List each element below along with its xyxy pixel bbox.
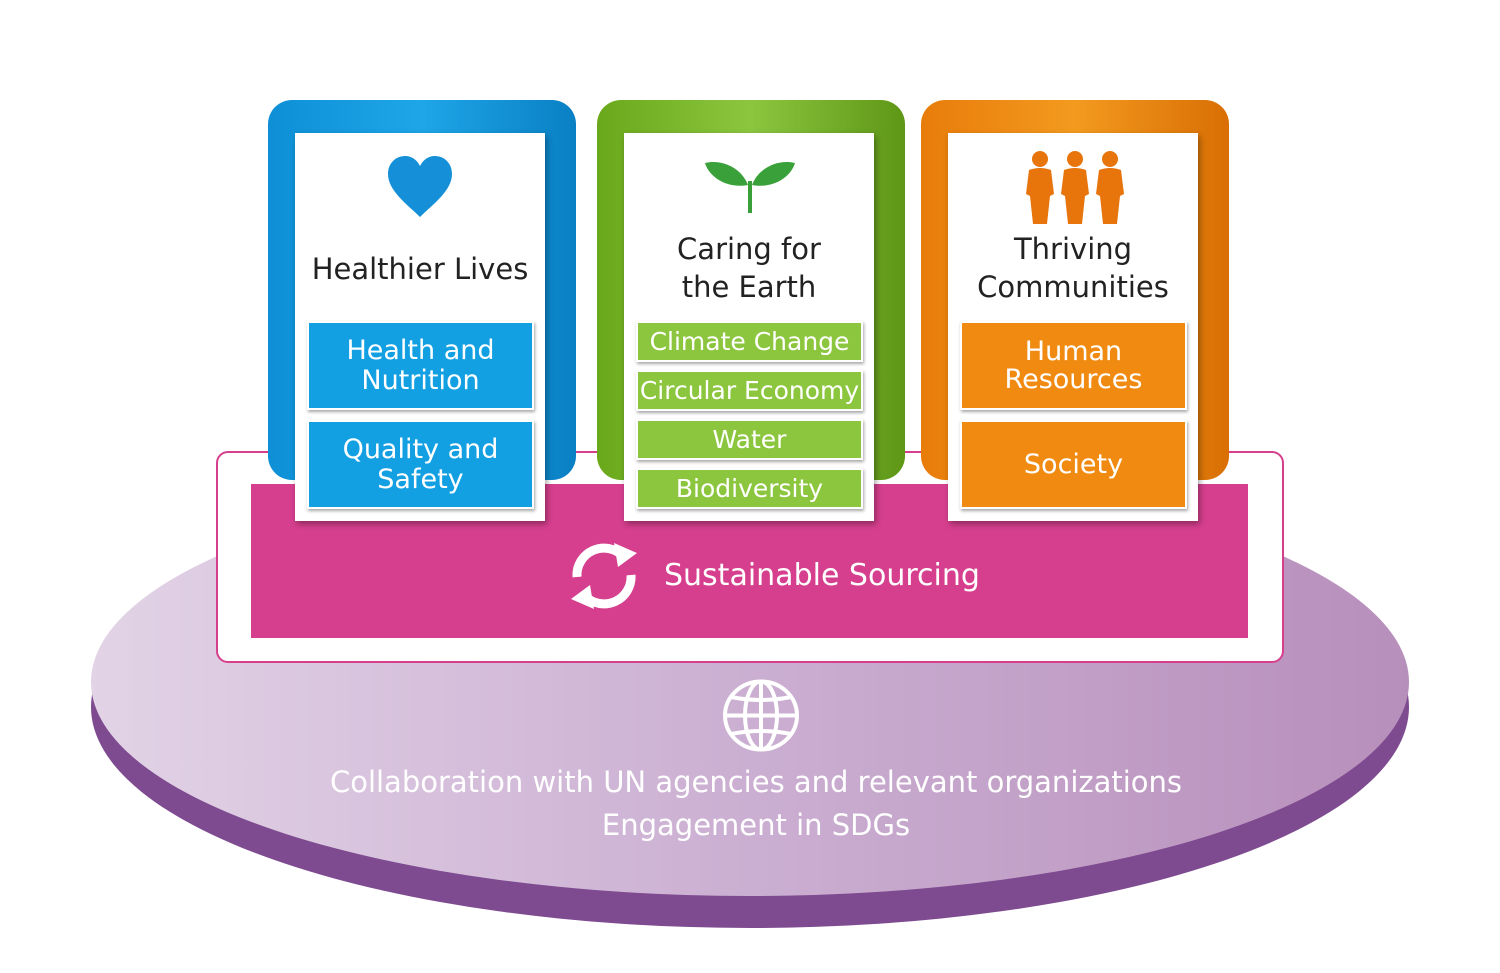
- item-line: Safety: [377, 463, 464, 495]
- pillar-title-line-2: the Earth: [681, 270, 817, 304]
- pillar-title-line-1: Caring for: [677, 232, 821, 266]
- foundation-line-2: Engagement in SDGs: [601, 808, 911, 842]
- sprout-icon: [705, 161, 795, 213]
- focus-item-water: Water: [636, 419, 863, 460]
- item-line: Nutrition: [361, 364, 480, 396]
- item-line: Water: [712, 424, 787, 454]
- item-line: Quality and: [342, 433, 499, 465]
- focus-item-circular-economy: Circular Economy: [636, 370, 863, 411]
- pillar-title: Healthier Lives: [311, 252, 529, 286]
- heart-icon: [388, 156, 452, 217]
- item-line: Society: [1023, 448, 1124, 480]
- item-line: Human: [1024, 335, 1123, 367]
- pillar-title-line-1: Thriving: [1013, 232, 1133, 266]
- focus-item-society: Society: [960, 420, 1187, 509]
- item-line: Climate Change: [649, 326, 850, 356]
- pillar-title-line-2: Communities: [977, 270, 1169, 304]
- focus-item-biodiversity: Biodiversity: [636, 468, 863, 509]
- globe-icon: [723, 679, 799, 752]
- pillar-card: Caring for the Earth Climate Change Circ…: [624, 133, 874, 521]
- item-line: Circular Economy: [639, 375, 860, 405]
- pillar-caring-for-the-earth: Caring for the Earth Climate Change Circ…: [597, 100, 905, 521]
- sourcing-label: Sustainable Sourcing: [664, 558, 980, 593]
- item-line: Resources: [1004, 363, 1143, 395]
- people-icon: [1026, 151, 1124, 224]
- item-line: Biodiversity: [675, 473, 824, 503]
- item-line: Health and: [346, 334, 495, 366]
- focus-item-climate-change: Climate Change: [636, 321, 863, 362]
- cycle-arrows-icon: [571, 543, 637, 609]
- foundation-line-1: Collaboration with UN agencies and relev…: [329, 765, 1183, 799]
